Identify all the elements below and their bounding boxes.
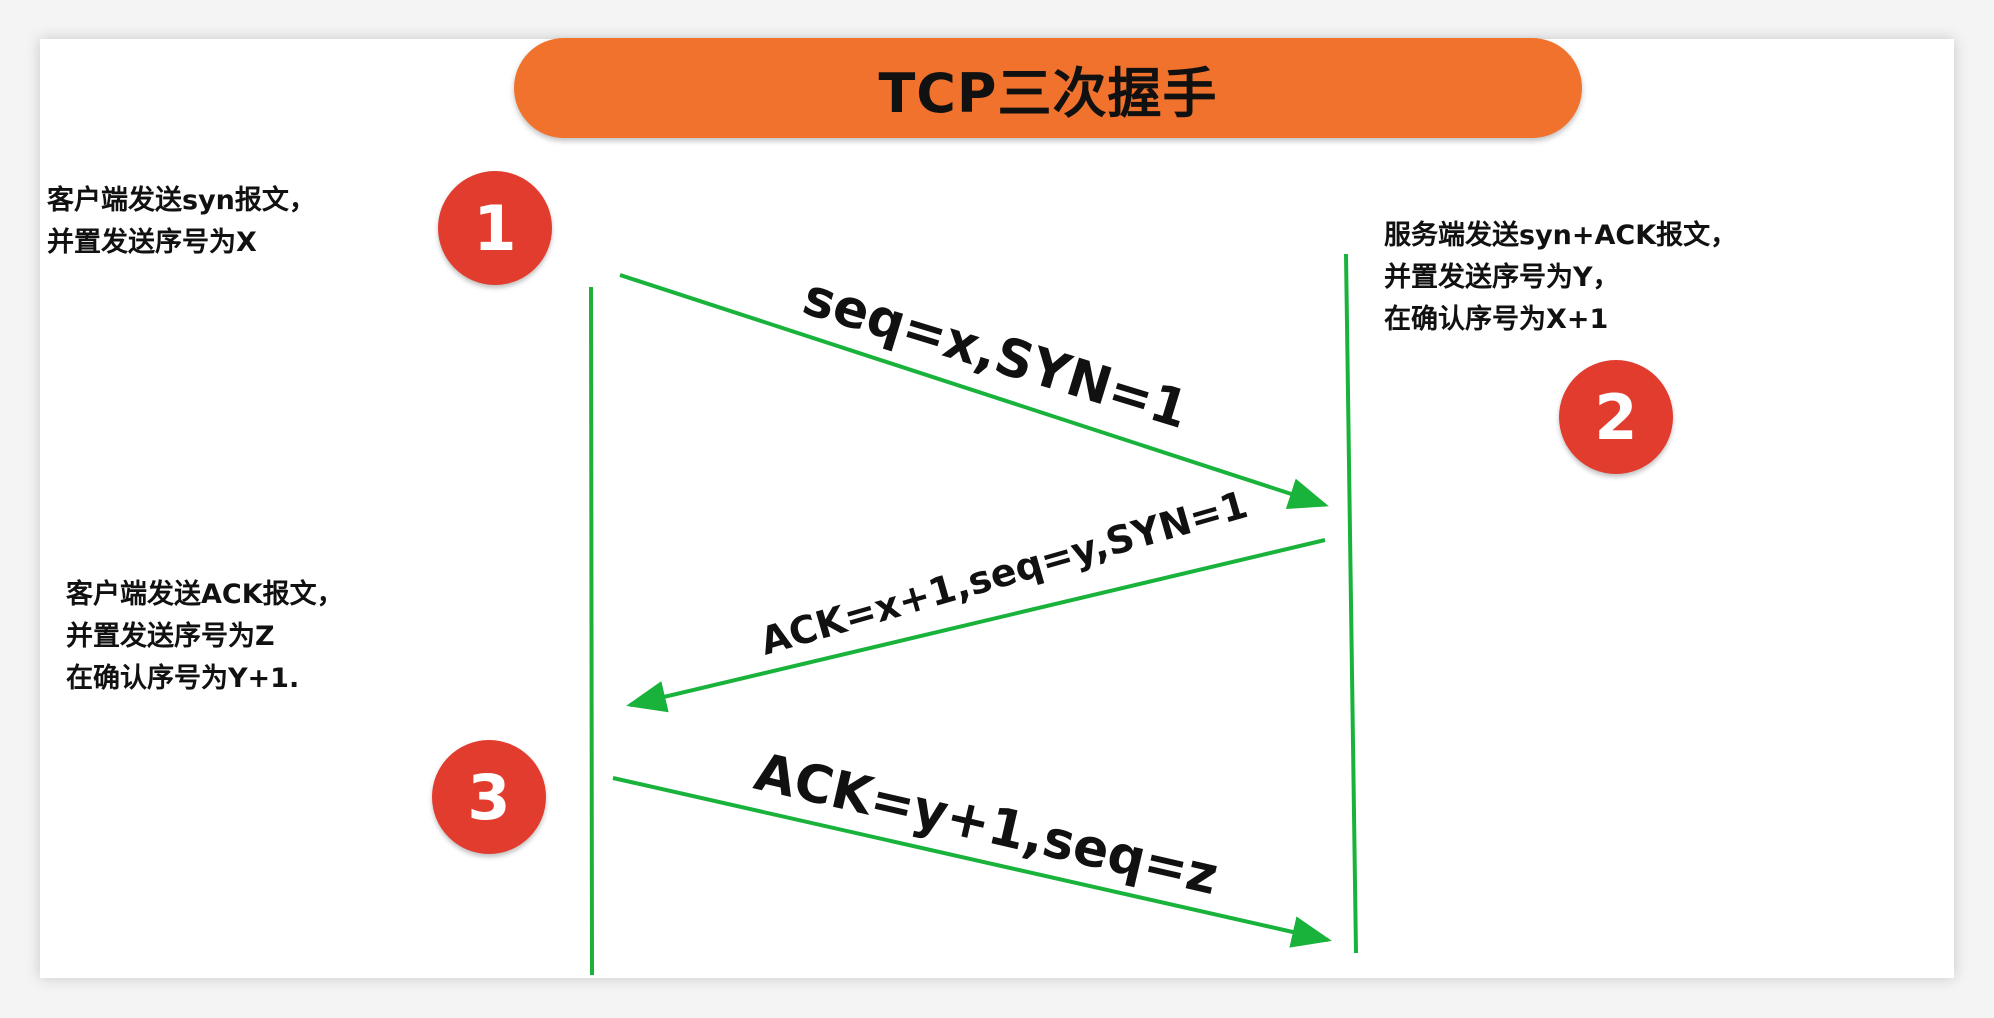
step-3-note-line: 在确认序号为Y+1. xyxy=(66,663,300,694)
step-3-note: 客户端发送ACK报文， 并置发送序号为Z 在确认序号为Y+1. xyxy=(66,574,344,700)
page-title: TCP三次握手 xyxy=(878,61,1218,125)
server-lifeline xyxy=(1344,253,1358,954)
step-2-note-line: 服务端发送syn+ACK报文， xyxy=(1384,220,1738,251)
message-2-arrow xyxy=(626,538,1326,713)
step-2-badge: 2 xyxy=(1559,360,1673,474)
step-2-number: 2 xyxy=(1594,380,1638,454)
step-3-badge: 3 xyxy=(432,740,546,854)
step-1-note-line: 客户端发送syn报文， xyxy=(47,185,316,216)
step-3-number: 3 xyxy=(467,760,511,834)
step-3-note-line: 并置发送序号为Z xyxy=(66,621,275,652)
message-1-arrow xyxy=(619,273,1329,510)
step-2-note-line: 并置发送序号为Y， xyxy=(1384,262,1620,293)
diagram-card xyxy=(40,39,1954,978)
step-1-note: 客户端发送syn报文， 并置发送序号为X xyxy=(47,180,316,264)
step-1-note-line: 并置发送序号为X xyxy=(47,227,257,258)
step-3-note-line: 客户端发送ACK报文， xyxy=(66,579,344,610)
step-2-note: 服务端发送syn+ACK报文， 并置发送序号为Y， 在确认序号为X+1 xyxy=(1384,215,1737,341)
title-banner: TCP三次握手 xyxy=(514,38,1582,138)
step-1-number: 1 xyxy=(473,191,517,265)
step-1-badge: 1 xyxy=(438,171,552,285)
client-lifeline xyxy=(589,286,594,976)
step-2-note-line: 在确认序号为X+1 xyxy=(1384,304,1609,335)
message-3-arrow xyxy=(612,776,1332,948)
